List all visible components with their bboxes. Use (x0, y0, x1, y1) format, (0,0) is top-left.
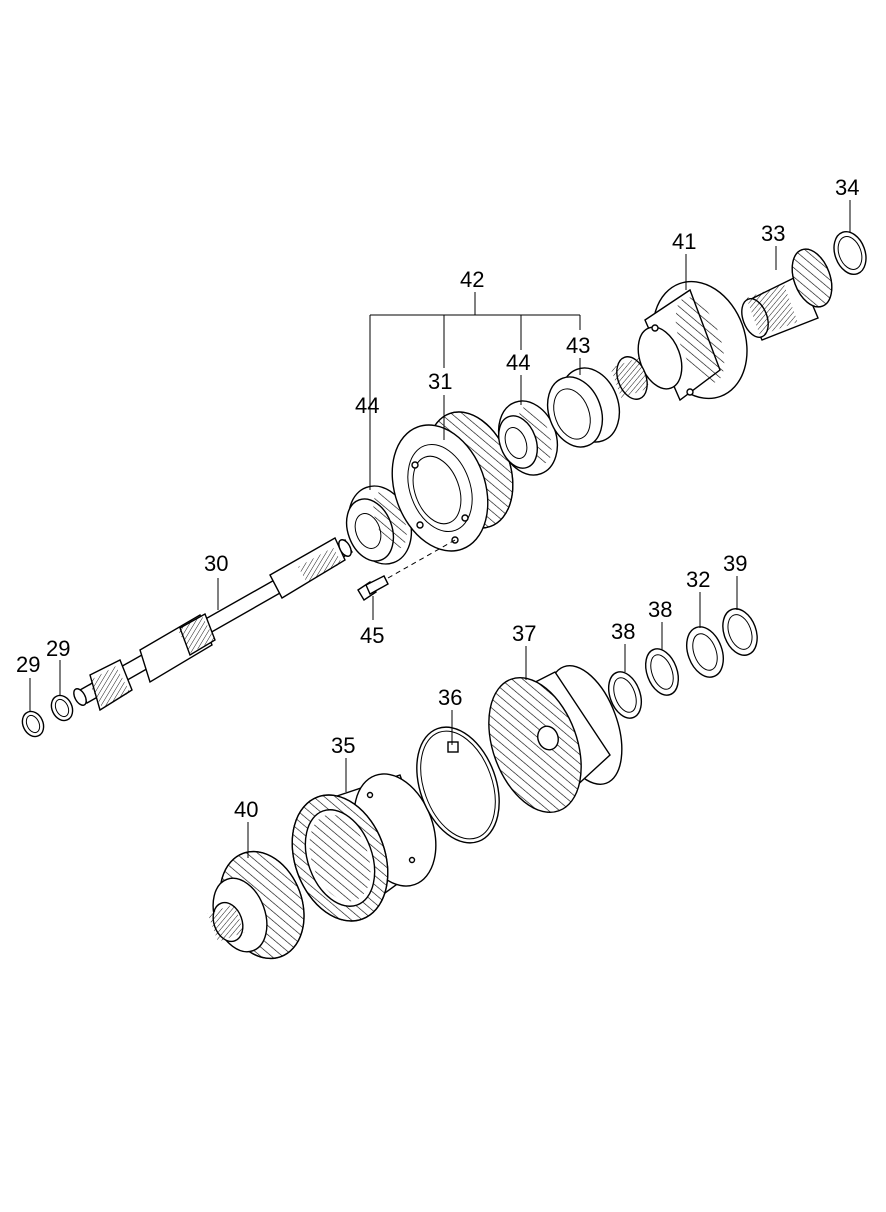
washer-39 (722, 608, 758, 656)
ring-gear-drum-35 (291, 773, 437, 922)
callout-38b: 38 (648, 597, 672, 622)
callout-31: 31 (428, 369, 452, 394)
callout-29b: 29 (46, 636, 70, 661)
callout-30: 30 (204, 551, 228, 576)
callout-44b: 44 (506, 350, 530, 375)
bearing-44-right (497, 400, 559, 476)
washer-29b (50, 694, 74, 722)
bolt-45 (357, 539, 456, 601)
callout-33: 33 (761, 221, 785, 246)
callout-41: 41 (672, 229, 696, 254)
callout-38a: 38 (611, 619, 635, 644)
washer-38a (607, 671, 643, 719)
callout-45: 45 (360, 623, 384, 648)
callout-29a: 29 (16, 652, 40, 677)
snap-ring-34 (833, 230, 867, 276)
callout-40: 40 (234, 797, 258, 822)
callout-32: 32 (686, 567, 710, 592)
callout-labels: 29 29 30 31 32 33 34 35 36 37 38 38 39 4… (16, 175, 859, 822)
callout-34: 34 (835, 175, 859, 200)
leader-lines (29, 200, 851, 858)
main-shaft-30 (73, 537, 353, 712)
washer-38b (644, 648, 680, 696)
washer-32 (686, 626, 724, 678)
planetary-gear-40 (207, 850, 305, 960)
planetary-carrier-41 (610, 280, 748, 402)
callout-36: 36 (438, 685, 462, 710)
snap-ring-36 (416, 726, 500, 844)
washer-29a (21, 710, 45, 738)
bearing-44-left (345, 485, 413, 565)
callout-42: 42 (460, 267, 484, 292)
callout-39: 39 (723, 551, 747, 576)
callout-44a: 44 (355, 393, 379, 418)
callout-37: 37 (512, 621, 536, 646)
clutch-hub-37 (488, 665, 623, 814)
gear-carrier-31 (391, 411, 514, 552)
callout-43: 43 (566, 333, 590, 358)
race-43 (546, 367, 621, 448)
callout-35: 35 (331, 733, 355, 758)
output-shaft-33 (741, 248, 833, 341)
